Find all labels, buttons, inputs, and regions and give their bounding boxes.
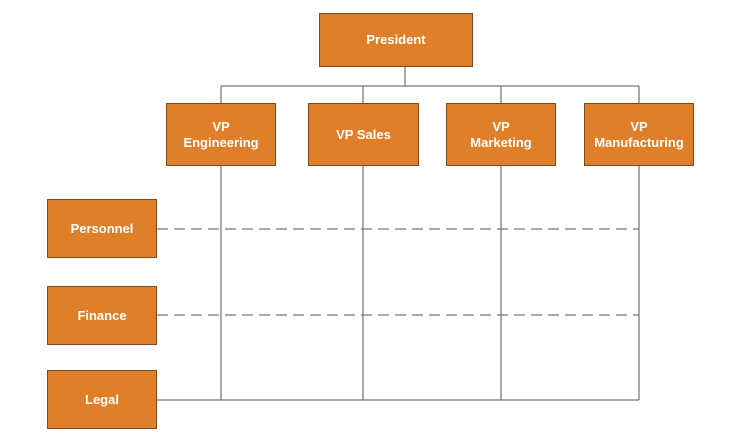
legal-box: Legal xyxy=(47,370,157,429)
president-box: President xyxy=(319,13,473,67)
personnel-box: Personnel xyxy=(47,199,157,258)
vp-engineering-box: VP Engineering xyxy=(166,103,276,166)
vp-sales-box: VP Sales xyxy=(308,103,419,166)
finance-box: Finance xyxy=(47,286,157,345)
vp-manufacturing-box: VP Manufacturing xyxy=(584,103,694,166)
vp-marketing-box: VP Marketing xyxy=(446,103,556,166)
